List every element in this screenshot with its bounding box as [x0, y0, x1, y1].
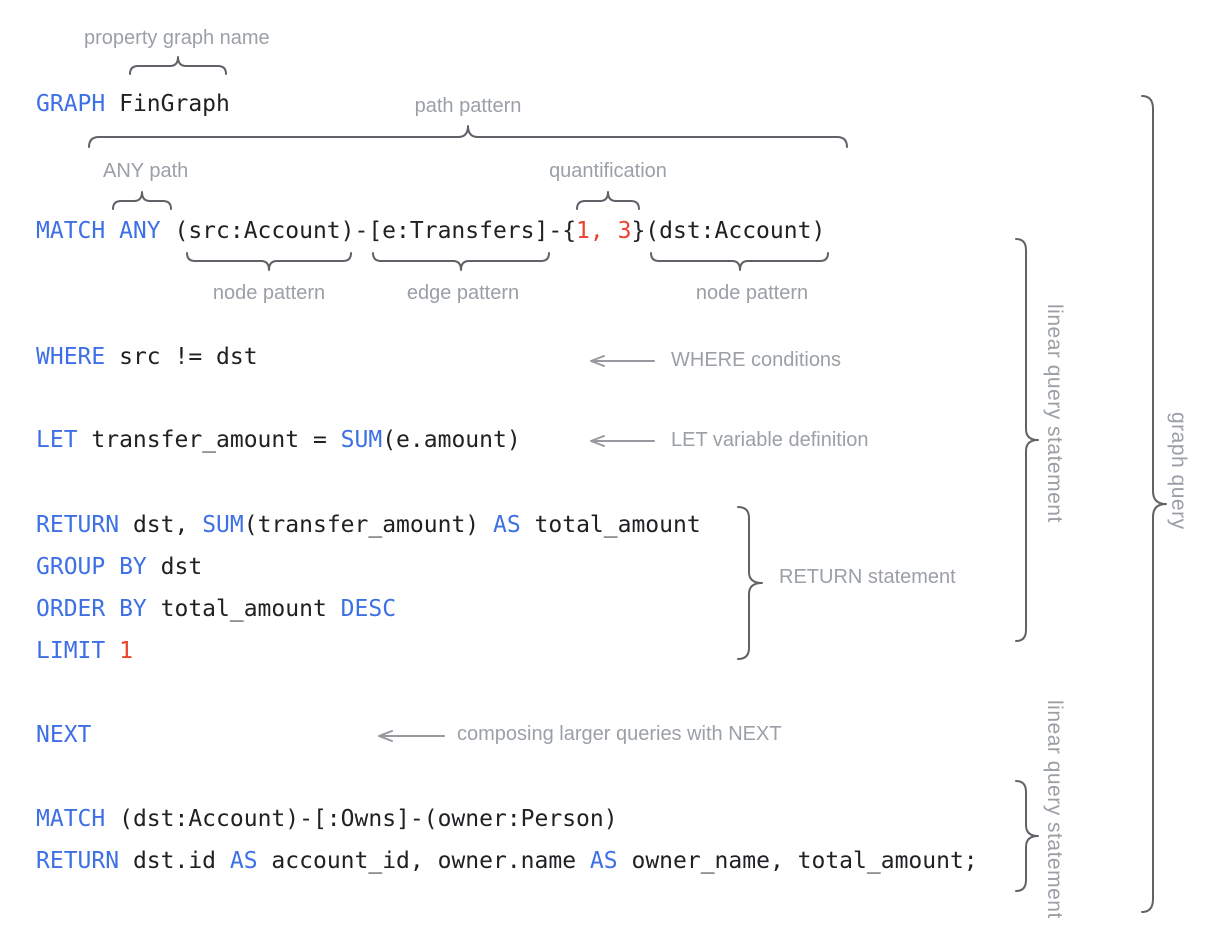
- let-variable-definition-label: LET variable definition: [671, 429, 869, 451]
- code-segment: SUM: [340, 427, 383, 453]
- code-line-return: RETURN dst, SUM(transfer_amount) AS tota…: [36, 513, 701, 538]
- code-segment: transfer_amount =: [77, 427, 341, 453]
- right-brace-graph-query: [1141, 95, 1167, 913]
- code-segment: (dst:Account)-[:Owns]-(owner:Person): [105, 806, 618, 832]
- next-composition-label: composing larger queries with NEXT: [457, 723, 782, 745]
- code-line-limit: LIMIT 1: [36, 639, 133, 664]
- code-line-order-by: ORDER BY total_amount DESC: [36, 597, 396, 622]
- code-segment: dst.id: [119, 848, 230, 874]
- code-segment: (e.amount): [382, 427, 521, 453]
- code-segment: SUM: [202, 512, 244, 538]
- code-segment: FinGraph: [105, 91, 230, 117]
- over-brace-any-path: [112, 191, 172, 210]
- code-segment: MATCH ANY: [36, 218, 161, 244]
- code-segment: GRAPH: [36, 91, 106, 117]
- code-segment: src != dst: [105, 344, 258, 370]
- code-line-graph: GRAPH FinGraph: [36, 92, 230, 117]
- graph-query-label: graph query: [1167, 412, 1190, 530]
- left-arrow-icon: [378, 730, 445, 742]
- code-segment: MATCH: [36, 806, 106, 832]
- edge-pattern-label: edge pattern: [406, 282, 520, 304]
- under-brace-edge-pattern: [372, 252, 550, 271]
- code-segment: total_amount: [520, 512, 701, 538]
- code-segment: WHERE: [36, 344, 106, 370]
- over-brace-quantification: [576, 191, 640, 210]
- right-brace-linear-query-statement-bottom: [1015, 780, 1039, 892]
- code-line-let: LET transfer_amount = SUM(e.amount): [36, 428, 521, 453]
- code-segment: }(dst:Account): [631, 218, 826, 244]
- left-arrow-icon: [590, 355, 655, 367]
- return-statement-label: RETURN statement: [779, 566, 956, 588]
- code-segment: LET: [36, 427, 78, 453]
- left-arrow-icon: [590, 435, 655, 447]
- code-segment: total_amount: [146, 596, 341, 622]
- right-brace-linear-query-statement-top: [1015, 238, 1039, 642]
- quantification-label: quantification: [549, 160, 667, 182]
- code-line-next: NEXT: [36, 723, 91, 748]
- code-segment: AS: [229, 848, 258, 874]
- code-segment: 1: [119, 638, 133, 664]
- over-brace-property-graph-name: [129, 56, 227, 75]
- code-segment: LIMIT: [36, 638, 106, 664]
- code-segment: dst,: [119, 512, 203, 538]
- code-segment: account_id, owner.name: [257, 848, 590, 874]
- code-line-match: MATCH ANY (src:Account)-[e:Transfers]-{1…: [36, 219, 825, 244]
- node-pattern-right-label: node pattern: [695, 282, 809, 304]
- linear-query-statement-bottom-label: linear query statement: [1043, 700, 1066, 919]
- code-line-where: WHERE src != dst: [36, 345, 258, 370]
- code-line-match-2: MATCH (dst:Account)-[:Owns]-(owner:Perso…: [36, 807, 618, 832]
- path-pattern-label: path pattern: [414, 95, 522, 117]
- property-graph-name-label: property graph name: [84, 27, 270, 49]
- linear-query-statement-top-label: linear query statement: [1043, 304, 1066, 523]
- node-pattern-left-label: node pattern: [212, 282, 326, 304]
- code-segment: ORDER BY: [36, 596, 147, 622]
- over-brace-path-pattern: [88, 125, 848, 148]
- code-segment: 1, 3: [576, 218, 632, 244]
- code-line-return-2: RETURN dst.id AS account_id, owner.name …: [36, 849, 978, 874]
- where-conditions-label: WHERE conditions: [671, 349, 842, 371]
- code-segment: RETURN: [36, 848, 120, 874]
- code-segment: (src:Account)-[e:Transfers]-{: [160, 218, 577, 244]
- code-segment: GROUP BY: [36, 554, 147, 580]
- code-line-group-by: GROUP BY dst: [36, 555, 202, 580]
- code-segment: (transfer_amount): [243, 512, 493, 538]
- code-segment: DESC: [340, 596, 397, 622]
- under-brace-node-pattern-right: [650, 252, 829, 271]
- code-segment: [105, 638, 119, 664]
- code-segment: RETURN: [36, 512, 120, 538]
- under-brace-node-pattern-left: [186, 252, 352, 271]
- code-segment: AS: [589, 848, 618, 874]
- code-segment: dst: [146, 554, 203, 580]
- any-path-label: ANY path: [103, 160, 189, 182]
- right-brace-return-statement: [737, 506, 763, 660]
- code-segment: NEXT: [36, 722, 92, 748]
- code-segment: owner_name, total_amount;: [617, 848, 978, 874]
- code-segment: AS: [492, 512, 521, 538]
